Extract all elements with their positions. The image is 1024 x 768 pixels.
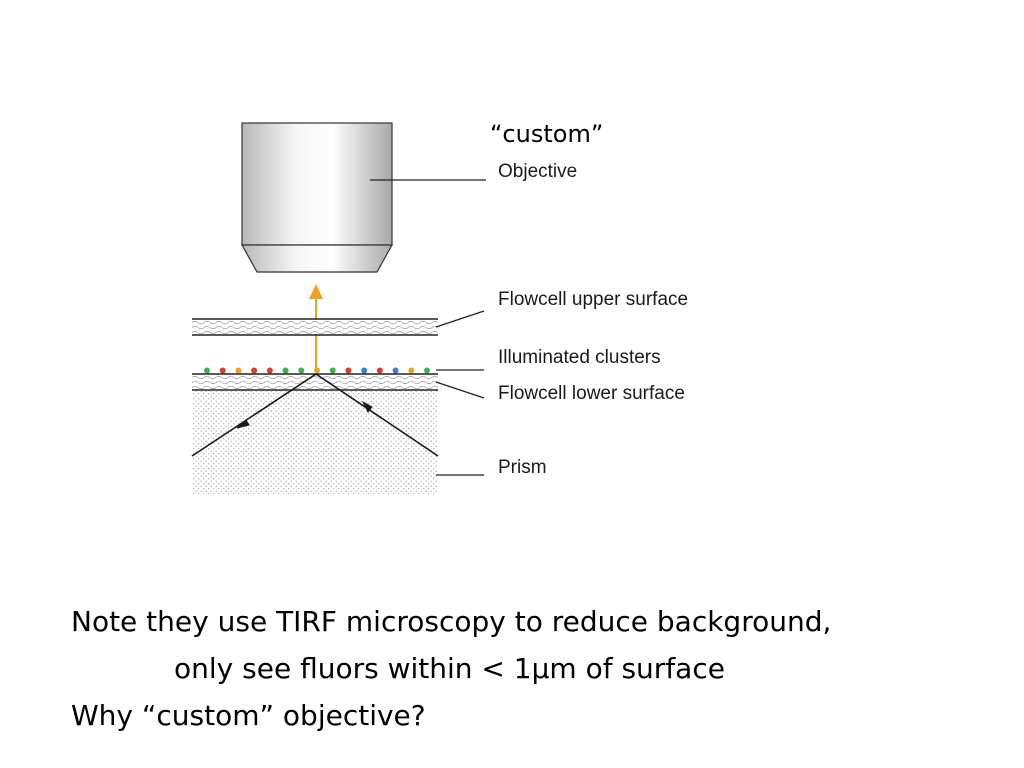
leader-lines (370, 179, 486, 476)
tirf-diagram: “custom” Objective Flowcell upper surfac… (191, 120, 688, 494)
cluster-dot (408, 367, 415, 374)
custom-label: “custom” (490, 120, 603, 148)
cluster-dot (345, 367, 352, 374)
cluster-dot (204, 367, 210, 374)
cluster-dot (219, 367, 226, 374)
cluster-dot (251, 367, 258, 374)
illuminated-clusters (204, 367, 430, 374)
note-line-3: Why “custom” objective? (71, 699, 426, 732)
clusters-label: Illuminated clusters (498, 347, 661, 368)
lower-surface-label: Flowcell lower surface (498, 383, 685, 404)
note-line-2: only see fluors within < 1μm of surface (174, 652, 725, 685)
prism-label: Prism (498, 457, 547, 478)
flowcell-lower-surface (192, 373, 438, 391)
objective-label: Objective (498, 161, 577, 182)
objective (240, 122, 394, 273)
cluster-dot (424, 367, 430, 374)
cluster-dot (376, 367, 383, 374)
prism (192, 391, 438, 494)
upper-surface-label: Flowcell upper surface (498, 289, 688, 310)
cluster-dot (235, 367, 242, 374)
note-line-1: Note they use TIRF microscopy to reduce … (71, 605, 832, 638)
cluster-dot (266, 367, 273, 374)
cluster-dot (314, 367, 320, 374)
cluster-dot (282, 367, 289, 374)
cluster-dot (392, 367, 399, 374)
flowcell-upper-surface (192, 318, 438, 336)
cluster-dot (298, 367, 305, 374)
cluster-dot (361, 367, 368, 374)
excitation-beams (191, 373, 439, 457)
cluster-dot (329, 367, 336, 374)
slide-notes: Note they use TIRF microscopy to reduce … (71, 598, 1011, 739)
